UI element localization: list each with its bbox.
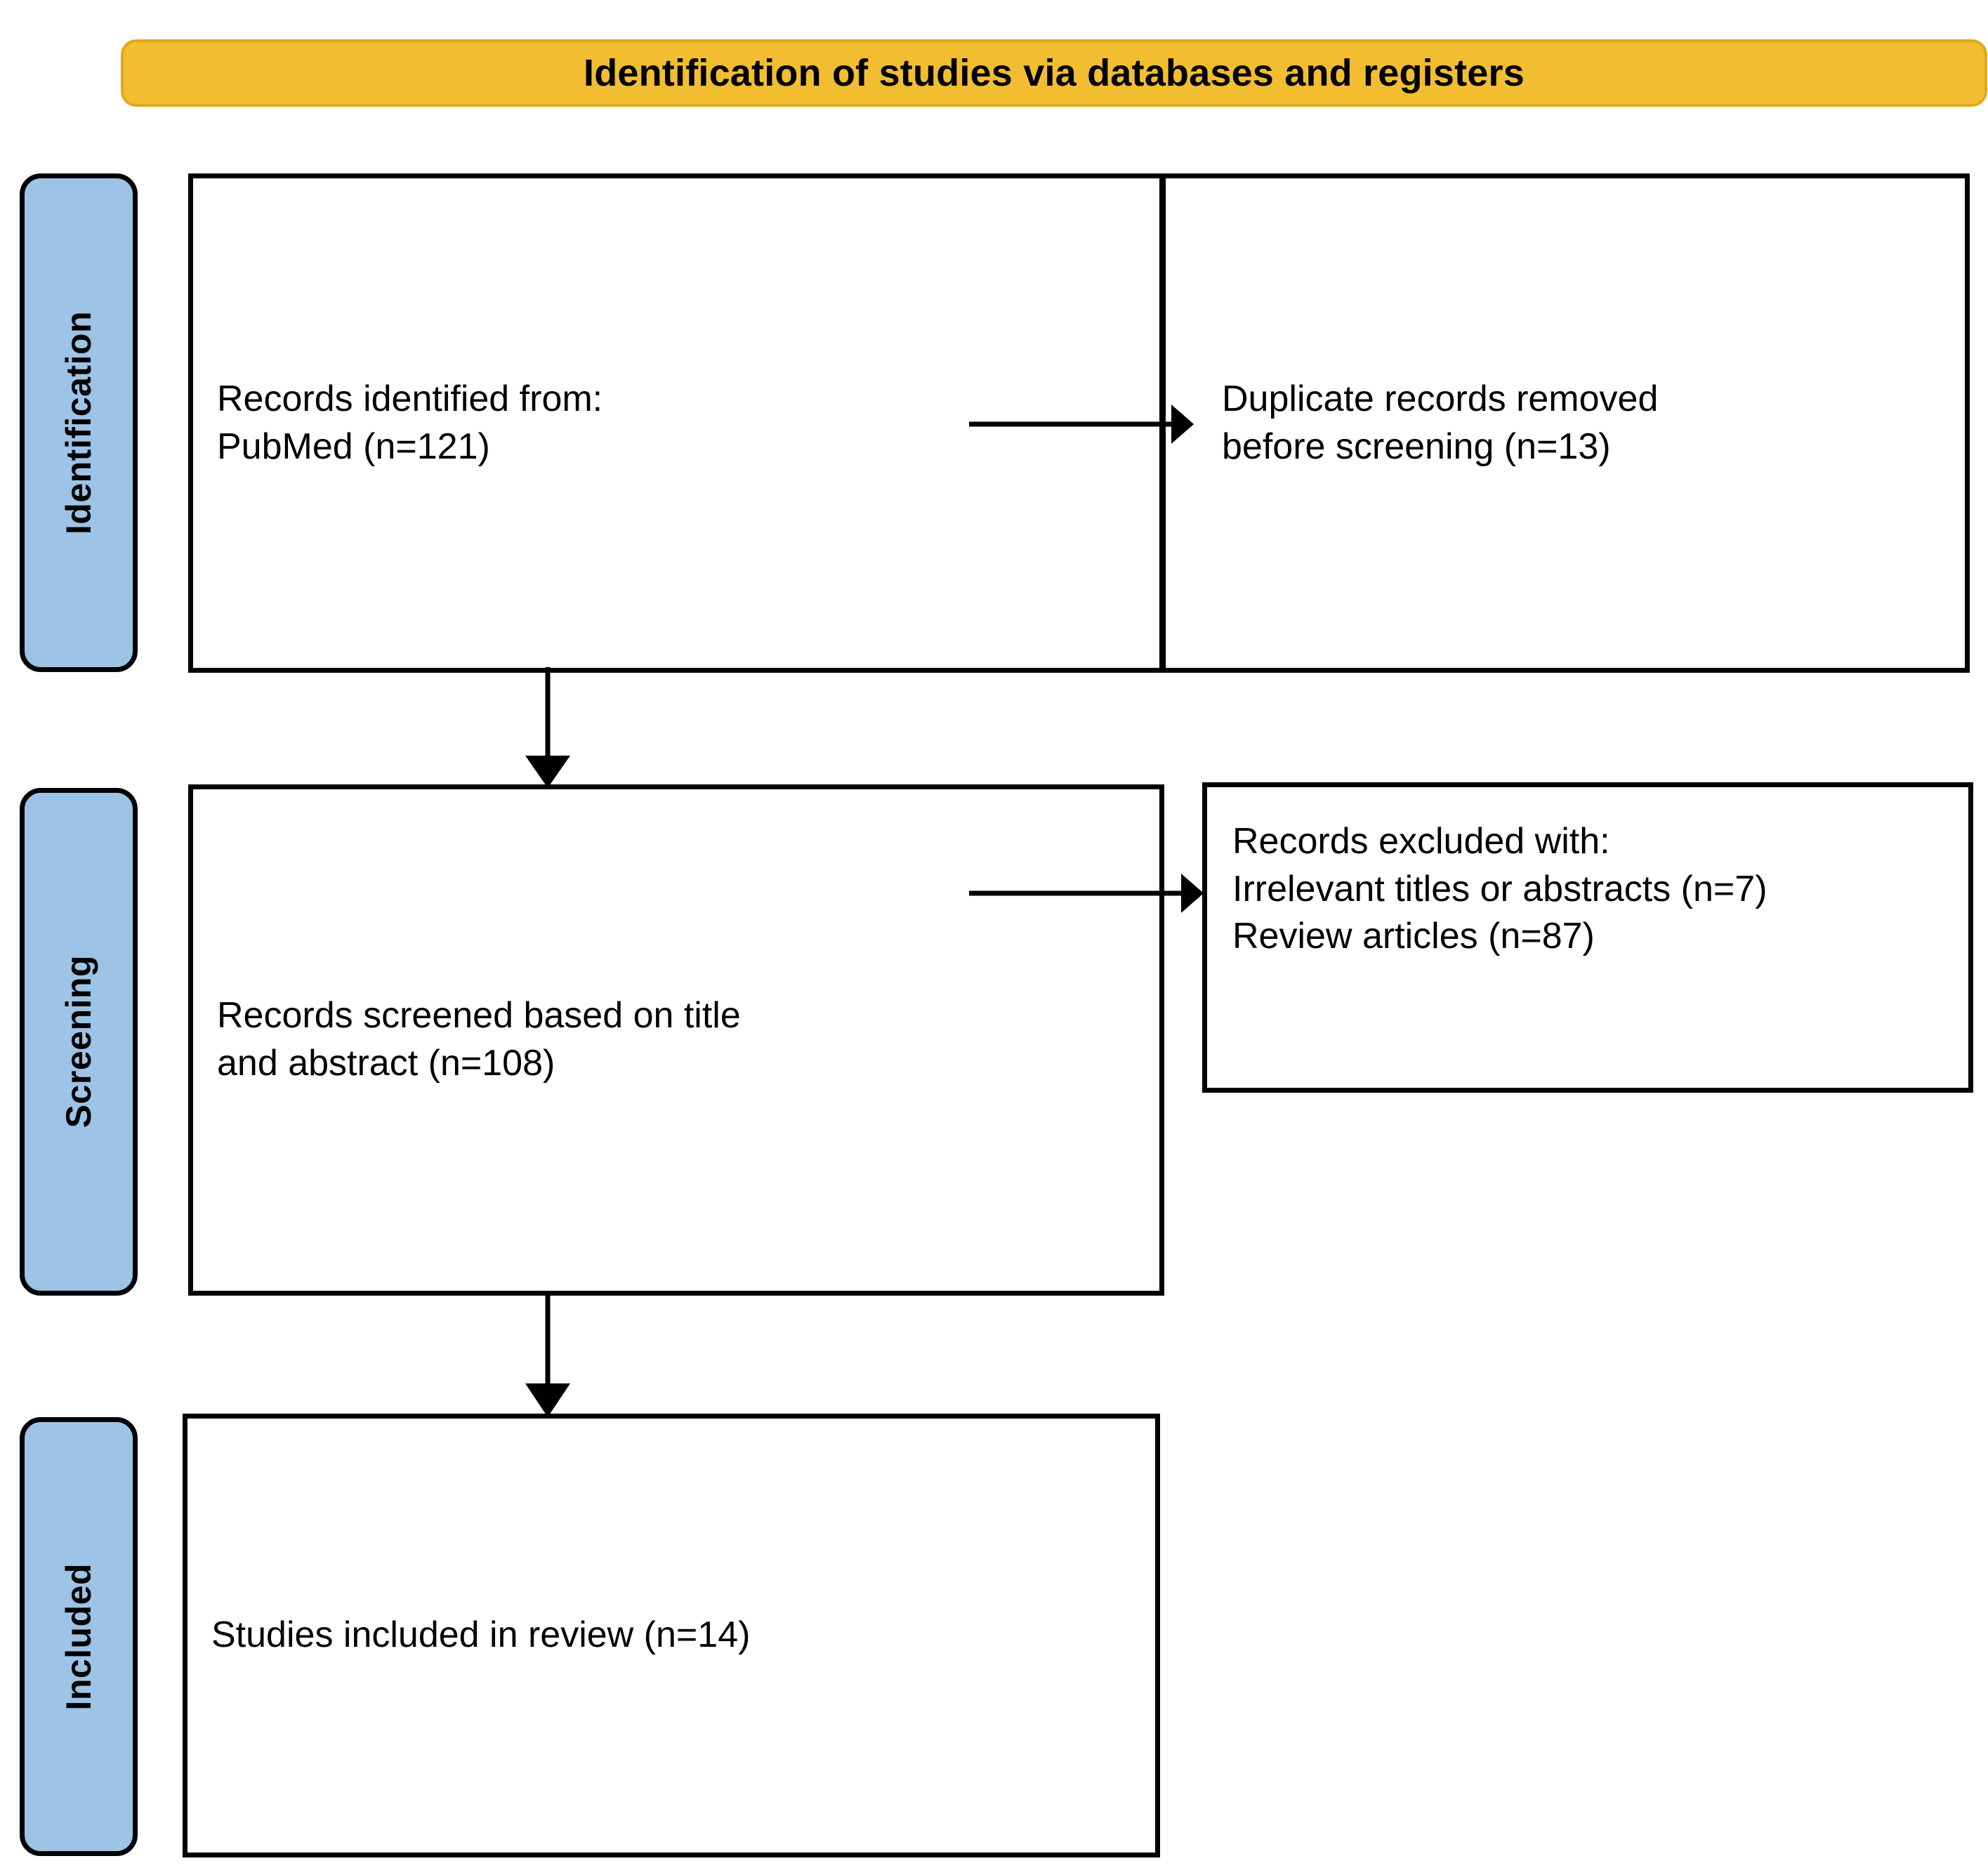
box-records-excluded: Records excluded with: Irrelevant titles… [1202,782,1973,1093]
box-duplicate-records-removed-text: Duplicate records removed before screeni… [1222,378,1659,467]
stage-label-screening-text: Screening [59,955,98,1129]
stage-label-identification: Identification [20,173,138,672]
stage-label-screening: Screening [20,788,138,1296]
diagram-header-banner: Identification of studies via databases … [121,39,1987,107]
diagram-title: Identification of studies via databases … [584,52,1525,94]
arrow-screened-to-included-icon [525,1291,570,1417]
box-duplicate-records-removed: Duplicate records removed before screeni… [1161,173,1970,673]
stage-label-included: Included [20,1417,138,1856]
box-records-screened-text: Records screened based on title and abst… [217,995,741,1084]
stage-label-included-text: Included [59,1562,98,1711]
box-records-screened: Records screened based on title and abst… [188,784,1164,1296]
box-records-excluded-text: Records excluded with: Irrelevant titles… [1232,821,1768,957]
box-studies-included: Studies included in review (n=14) [183,1414,1160,1857]
box-records-identified-text: Records identified from: PubMed (n=121) [217,378,603,467]
stage-label-identification-text: Identification [59,310,98,535]
box-studies-included-text: Studies included in review (n=14) [211,1614,751,1656]
arrow-identified-to-screened-icon [525,667,570,788]
box-records-identified: Records identified from: PubMed (n=121) [188,173,1164,673]
